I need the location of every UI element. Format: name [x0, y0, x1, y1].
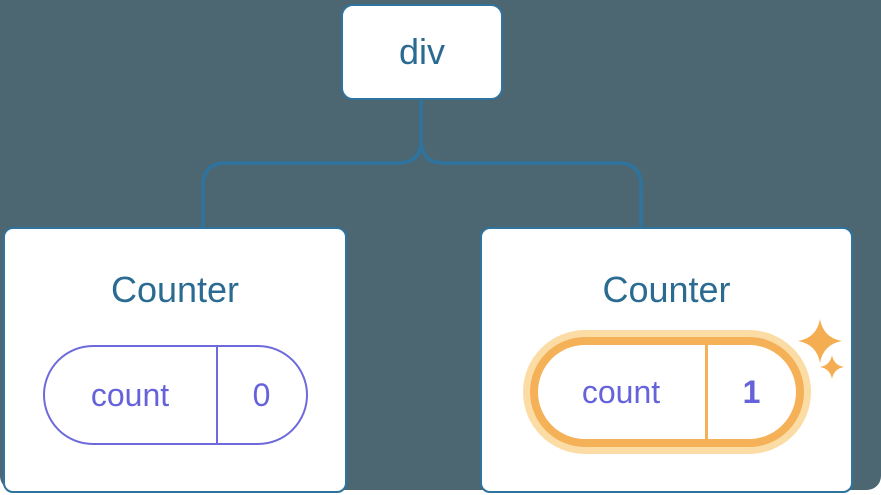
state-name-label: count [45, 347, 218, 443]
state-pill-highlighted: count 1 [529, 337, 804, 447]
state-value: 0 [252, 376, 271, 413]
root-node-label: div [398, 31, 446, 72]
state-value: 1 [742, 373, 761, 410]
counter-node-right: Counter count 1 [480, 227, 853, 493]
root-node-div: div [341, 4, 503, 100]
state-pill: count 0 [42, 345, 308, 445]
counter-node-left: Counter count 0 [3, 227, 347, 493]
counter-title: Counter [110, 269, 240, 310]
counter-title: Counter [602, 269, 731, 310]
sparkle-icon [798, 319, 844, 379]
state-name-label: count [538, 345, 708, 439]
